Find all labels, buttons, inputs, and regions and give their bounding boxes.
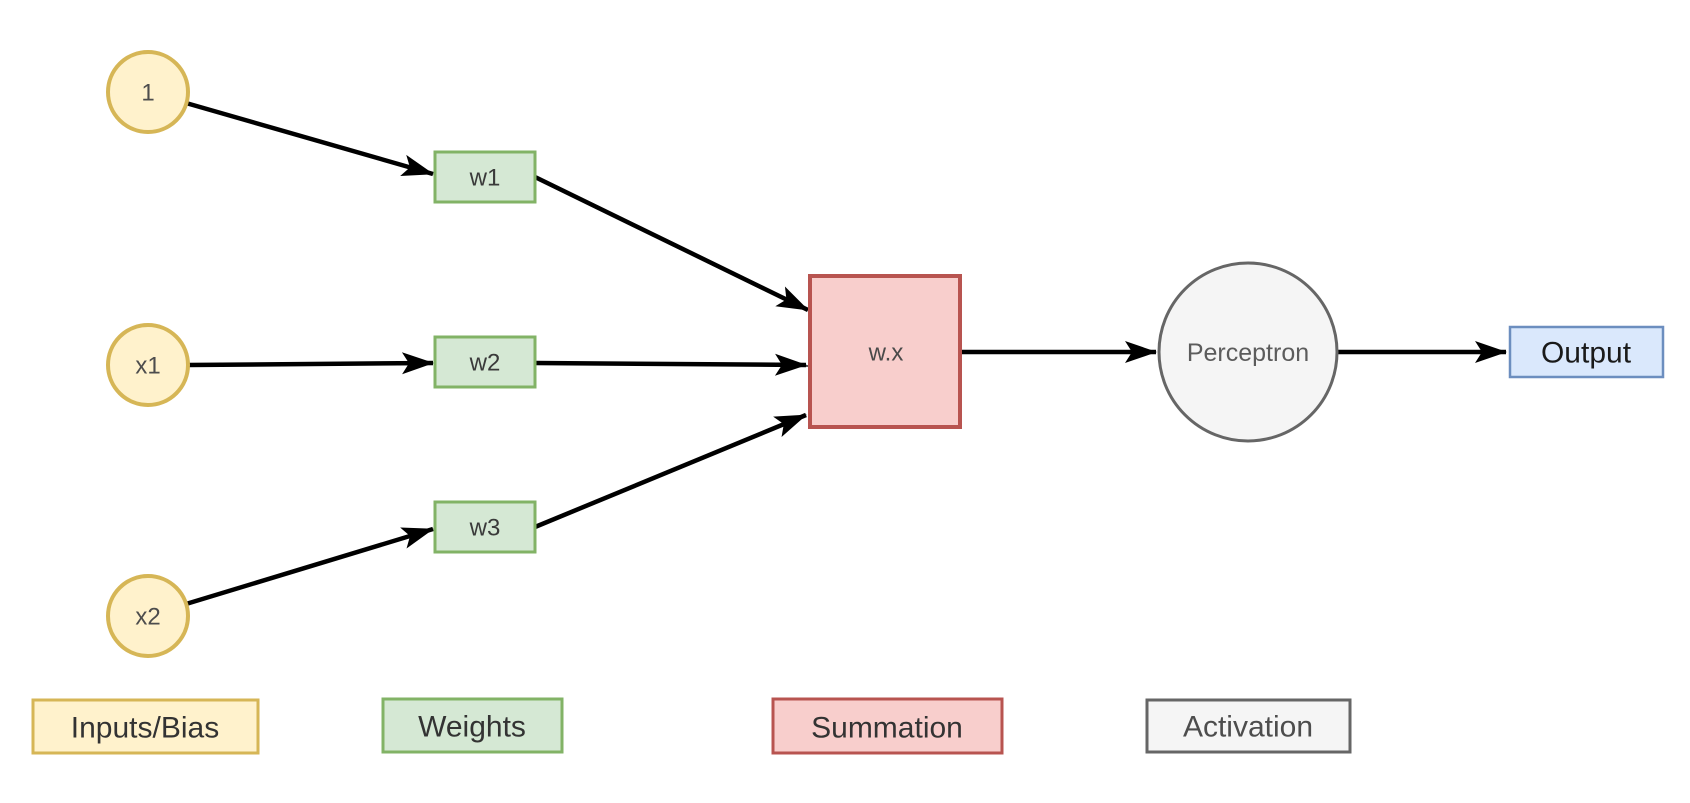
edge-x2-to-w3 bbox=[185, 526, 434, 607]
w1-label: w1 bbox=[469, 165, 501, 192]
summation-label: w.x bbox=[868, 340, 904, 367]
node-w2: w2 bbox=[433, 335, 537, 389]
legend-inputs-bias-label: Inputs/Bias bbox=[71, 712, 219, 745]
legend-weights: Weights bbox=[381, 697, 564, 754]
edge-x1-to-w2 bbox=[187, 352, 434, 375]
edge-w2-to-summation bbox=[534, 353, 807, 376]
node-x2: x2 bbox=[106, 574, 190, 658]
legend-weights-label: Weights bbox=[418, 711, 526, 744]
edge-bias-to-w1 bbox=[185, 100, 434, 177]
legend-activation: Activation bbox=[1145, 698, 1352, 754]
edge-w3-to-summation bbox=[534, 412, 807, 530]
node-output: Output bbox=[1508, 325, 1665, 379]
activation-label: Perceptron bbox=[1187, 339, 1309, 367]
node-w3: w3 bbox=[433, 500, 537, 554]
w3-label: w3 bbox=[469, 515, 501, 542]
legend-summation: Summation bbox=[771, 697, 1004, 755]
edge-w1-to-summation bbox=[534, 174, 809, 313]
x2-label: x2 bbox=[135, 604, 160, 631]
bias-label: 1 bbox=[141, 80, 154, 107]
edges bbox=[185, 100, 1507, 607]
node-x1: x1 bbox=[106, 323, 190, 407]
node-activation: Perceptron bbox=[1157, 261, 1339, 443]
legend-inputs-bias: Inputs/Bias bbox=[31, 698, 260, 755]
w2-label: w2 bbox=[469, 350, 501, 377]
node-summation: w.x bbox=[808, 274, 962, 429]
legend-activation-label: Activation bbox=[1183, 711, 1313, 744]
legend-summation-label: Summation bbox=[811, 712, 963, 745]
node-bias: 1 bbox=[106, 50, 190, 134]
output-label: Output bbox=[1541, 337, 1632, 370]
legend: Inputs/Bias Weights Summation Activation bbox=[31, 697, 1352, 755]
x1-label: x1 bbox=[135, 353, 160, 380]
node-w1: w1 bbox=[433, 150, 537, 204]
